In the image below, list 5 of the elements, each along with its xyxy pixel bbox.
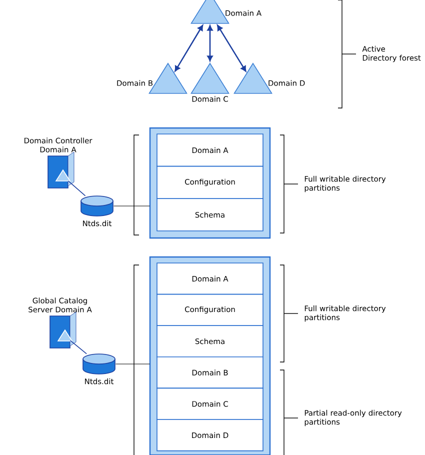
double-arrow — [174, 24, 204, 72]
double-arrow — [217, 24, 246, 72]
connector-line — [70, 340, 87, 354]
double-arrow — [207, 25, 213, 62]
connector-line — [68, 180, 86, 196]
